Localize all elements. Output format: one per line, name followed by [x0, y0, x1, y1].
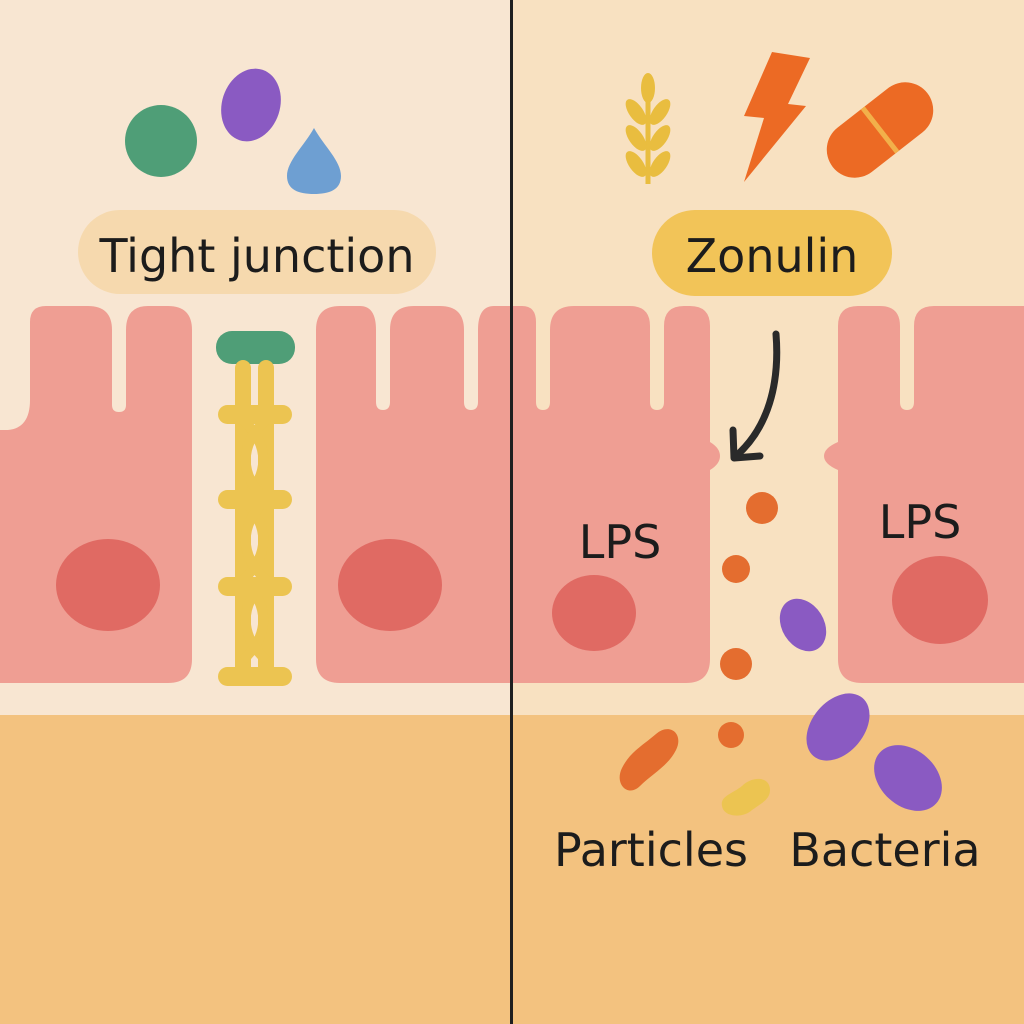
leaking-particle: [746, 492, 778, 524]
right-panel: Zonulin LPS LPS Particles Bacteria: [512, 52, 1024, 877]
particles-label: Particles: [554, 823, 748, 877]
junction-twist: [235, 416, 269, 664]
particle-blob-yellow: [721, 778, 770, 816]
leaking-particle: [722, 555, 750, 583]
junction-twist-2: [240, 416, 274, 664]
bacterium: [874, 745, 942, 811]
lightning-bolt-icon: [744, 52, 810, 182]
junction-cap: [216, 331, 295, 364]
water-drop-icon: [287, 128, 341, 194]
zonulin-label-pill: [652, 210, 892, 296]
lps-label-right: LPS: [879, 495, 962, 549]
curved-arrow-icon: [729, 330, 781, 462]
pill-capsule-icon: [826, 82, 934, 178]
bacteria-label: Bacteria: [789, 823, 980, 877]
purple-molecule: [221, 68, 281, 142]
leaking-particle: [720, 648, 752, 680]
tight-junction-complex: [216, 331, 295, 686]
junction-rung: [218, 490, 292, 509]
tight-junction-label-pill: [78, 210, 436, 294]
leaking-particle: [718, 722, 744, 748]
panel-divider: [510, 0, 513, 1024]
wheat-icon: [625, 73, 671, 184]
open-junction-left-nucleus: [552, 575, 636, 651]
particle-blob: [619, 729, 679, 791]
junction-rung: [218, 577, 292, 596]
left-cell-nucleus: [56, 539, 160, 631]
bacterium: [806, 693, 870, 761]
middle-cell-nucleus: [338, 539, 442, 631]
tight-junction-label: Tight junction: [99, 229, 415, 283]
junction-rung: [218, 667, 292, 686]
green-molecule: [125, 105, 197, 177]
zonulin-label: Zonulin: [686, 229, 859, 283]
left-panel: Tight junction: [0, 68, 512, 686]
lps-label-left: LPS: [579, 515, 662, 569]
open-junction-right-nucleus: [892, 556, 988, 644]
middle-epithelial-cell: [316, 306, 512, 683]
junction-rung: [218, 405, 292, 424]
bacterium: [779, 598, 827, 652]
